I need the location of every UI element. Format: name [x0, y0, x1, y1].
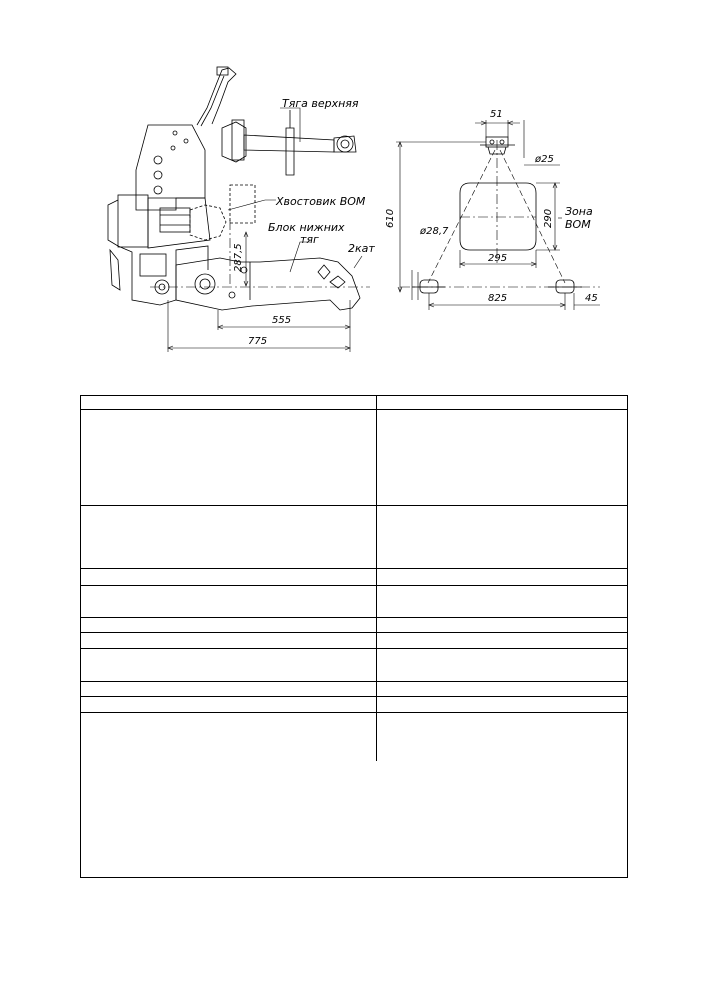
table-row-divider [81, 712, 627, 713]
dim-length-775: 775 [248, 336, 268, 347]
lower-link-block [175, 257, 361, 311]
dim-length-555: 555 [272, 315, 292, 326]
table-row-divider [81, 568, 627, 569]
dim-lower-span: 825 [488, 293, 508, 304]
table-row-divider [81, 681, 627, 682]
frame-plate [135, 124, 206, 211]
dim-height-front: 610 [385, 208, 396, 228]
table-row-divider [81, 409, 627, 410]
table-column-divider [376, 396, 377, 761]
dim-height-side: 287,5 [233, 243, 244, 272]
table-row-divider [81, 617, 627, 618]
table-row-divider [81, 505, 627, 506]
label-lower-links-2: тяг [300, 233, 319, 246]
spec-table [80, 395, 628, 878]
dim-lower-pin-dia: ø28,7 [420, 226, 449, 237]
dim-zone-height: 290 [543, 208, 554, 228]
dim-top-pin-dia: ø25 [535, 154, 554, 165]
table-row-divider [81, 632, 627, 633]
label-pto-zone: Зона [565, 205, 593, 218]
dim-lower-offset: 45 [585, 293, 598, 304]
label-pto-shaft: Хвостовик ВОМ [276, 195, 366, 208]
table-row-divider [81, 648, 627, 649]
dim-top-width: 51 [490, 109, 503, 120]
side-view [107, 66, 370, 352]
pto-zone [459, 182, 537, 251]
label-pto-zone-2: ВОМ [565, 218, 591, 231]
label-top-link: Тяга верхняя [282, 97, 359, 110]
front-view [396, 120, 600, 310]
technical-drawing [107, 66, 600, 352]
top-link [221, 110, 357, 176]
dim-zone-width: 295 [488, 253, 508, 264]
label-category: 2кат [348, 242, 375, 255]
table-row-divider [81, 585, 627, 586]
label-lower-links: Блок нижних [268, 221, 345, 234]
table-row-divider [81, 696, 627, 697]
